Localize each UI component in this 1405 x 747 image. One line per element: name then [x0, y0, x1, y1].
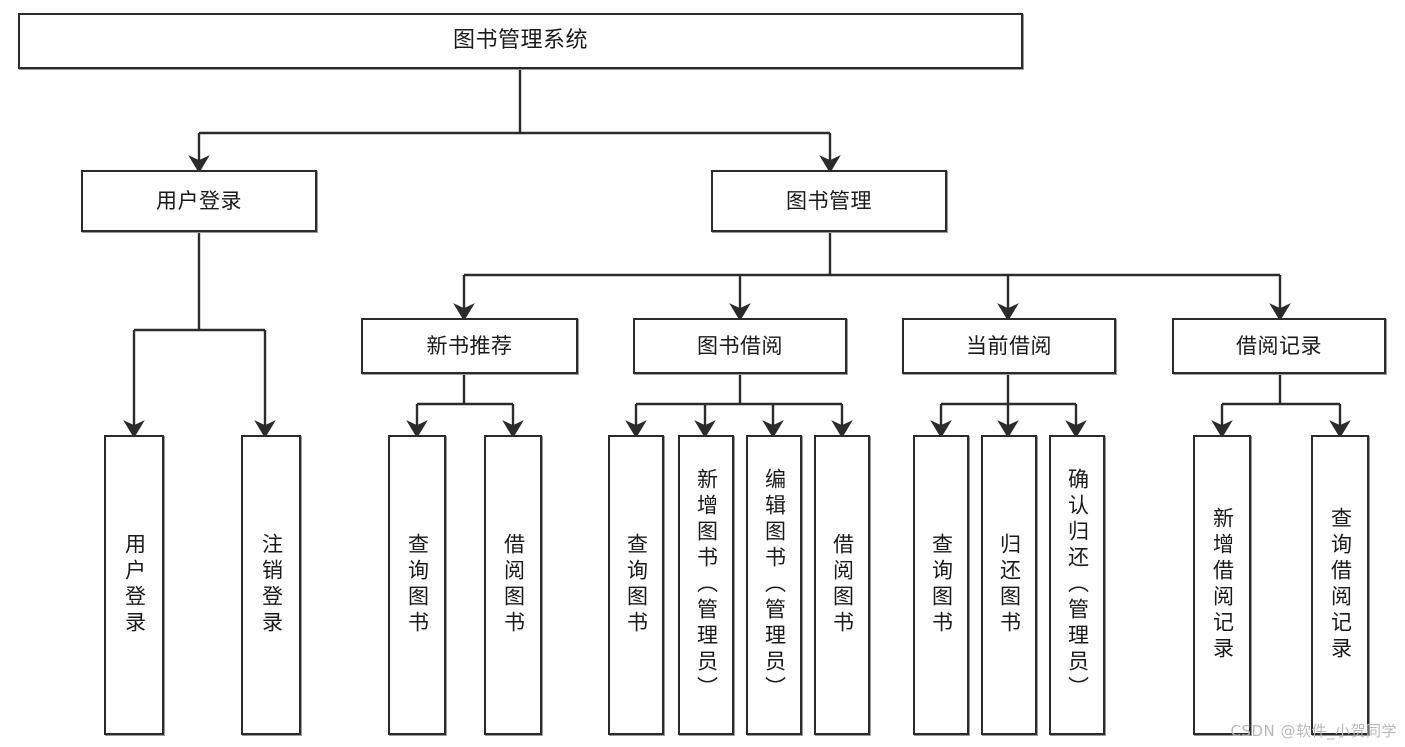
node-leaf-query-book-recommend[interactable]: 查询图书 [388, 435, 446, 735]
node-label: 用户登录 [156, 188, 242, 213]
node-book-management[interactable]: 图书管理 [711, 170, 947, 232]
node-label: 图书管理系统 [452, 28, 588, 54]
node-label: 图书借阅 [697, 333, 783, 358]
node-leaf-query-borrow-record[interactable]: 查询借阅记录 [1311, 435, 1369, 735]
node-leaf-return-book[interactable]: 归还图书 [981, 435, 1037, 735]
node-label: 借阅记录 [1236, 333, 1322, 358]
node-label: 确认归还（管理员） [1065, 468, 1090, 702]
node-root-book-management-system[interactable]: 图书管理系统 [18, 13, 1023, 69]
node-label: 用户登录 [122, 533, 147, 637]
node-label: 查询图书 [624, 533, 649, 637]
node-leaf-borrow-book[interactable]: 借阅图书 [814, 435, 870, 735]
node-label: 借阅图书 [830, 533, 855, 637]
node-leaf-query-book-borrow[interactable]: 查询图书 [608, 435, 664, 735]
node-label: 查询借阅记录 [1328, 507, 1353, 663]
node-label: 当前借阅 [966, 333, 1052, 358]
node-label: 查询图书 [405, 533, 430, 637]
node-label: 借阅图书 [501, 533, 526, 637]
node-leaf-add-book-admin[interactable]: 新增图书（管理员） [678, 435, 734, 735]
node-leaf-logout[interactable]: 注销登录 [241, 435, 301, 735]
node-label: 查询图书 [929, 533, 954, 637]
node-user-login[interactable]: 用户登录 [81, 170, 317, 232]
node-leaf-query-book-current[interactable]: 查询图书 [913, 435, 969, 735]
node-leaf-confirm-return-admin[interactable]: 确认归还（管理员） [1049, 435, 1105, 735]
node-label: 新增图书（管理员） [694, 468, 719, 702]
node-label: 新增借阅记录 [1210, 507, 1235, 663]
node-book-borrowing[interactable]: 图书借阅 [633, 318, 847, 374]
node-label: 注销登录 [259, 533, 284, 637]
node-leaf-add-borrow-record[interactable]: 新增借阅记录 [1193, 435, 1251, 735]
node-label: 归还图书 [997, 533, 1022, 637]
node-borrowing-records[interactable]: 借阅记录 [1172, 318, 1386, 374]
node-label: 图书管理 [786, 188, 872, 213]
node-current-borrowing[interactable]: 当前借阅 [902, 318, 1116, 374]
watermark-csdn: CSDN @软件_小贺同学 [1230, 722, 1397, 740]
node-leaf-edit-book-admin[interactable]: 编辑图书（管理员） [746, 435, 802, 735]
node-leaf-borrow-book-recommend[interactable]: 借阅图书 [484, 435, 542, 735]
node-label: 新书推荐 [426, 333, 513, 358]
node-new-book-recommendation[interactable]: 新书推荐 [361, 318, 578, 374]
node-leaf-user-login[interactable]: 用户登录 [104, 435, 164, 735]
node-label: 编辑图书（管理员） [762, 468, 787, 702]
